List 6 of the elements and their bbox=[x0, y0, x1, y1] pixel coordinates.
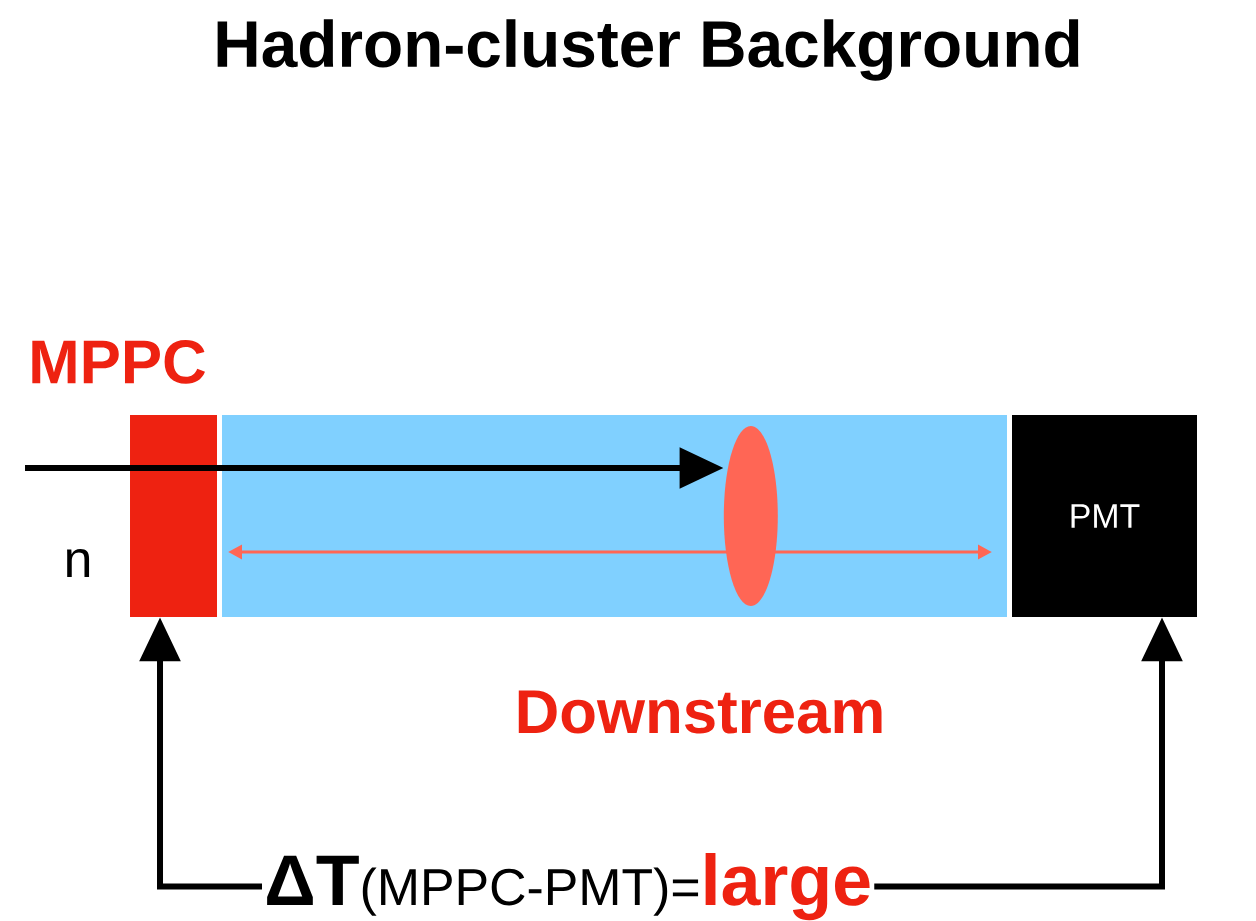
pmt-block: PMT bbox=[1012, 415, 1197, 617]
scintillator-bar bbox=[222, 415, 1007, 617]
node-label: MPPC bbox=[32, 340, 205, 384]
downstream-label: Downstream bbox=[518, 690, 882, 734]
cluster-ellipse bbox=[723, 426, 778, 606]
title: Hadron-cluster Background bbox=[217, 19, 1079, 81]
